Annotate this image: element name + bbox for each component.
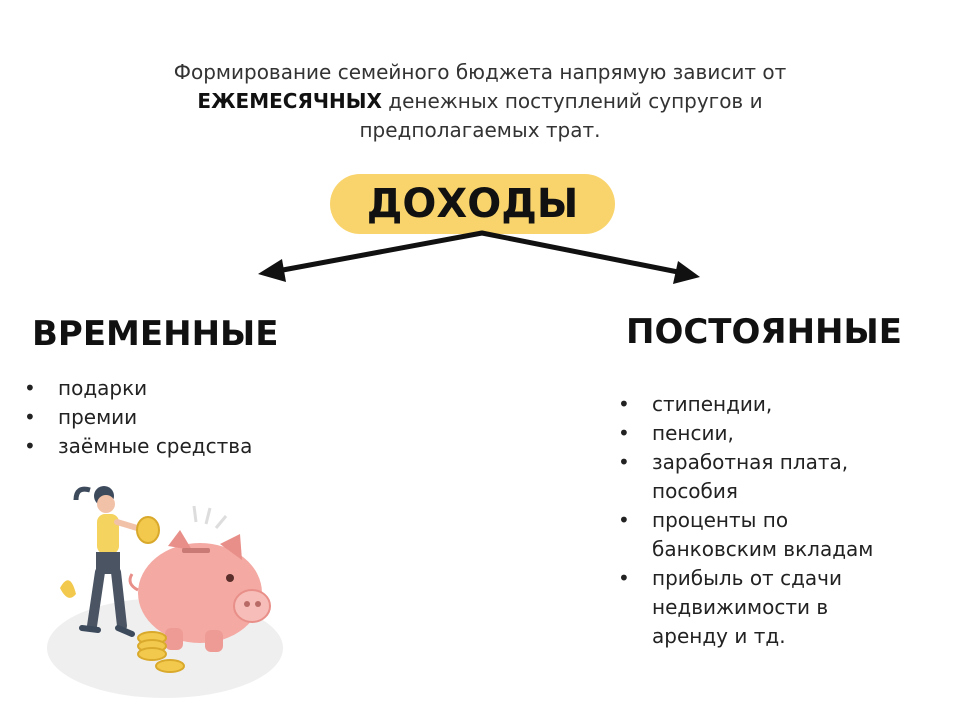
bullet: • <box>618 566 630 590</box>
list-item: •пенсии, <box>618 419 873 448</box>
temporary-list: •подарки •премии •заёмные средства <box>24 374 252 461</box>
bullet: • <box>618 421 630 445</box>
income-pill: ДОХОДЫ <box>330 174 615 234</box>
bullet: • <box>24 434 36 458</box>
pig-icon <box>128 505 271 652</box>
bullet: • <box>24 405 36 429</box>
bullet: • <box>618 508 630 532</box>
arrow-right-head <box>673 261 700 284</box>
temporary-title: ВРЕМЕННЫЕ <box>32 314 279 354</box>
intro-line-3: предполагаемых трат. <box>359 118 601 142</box>
intro-line-1: Формирование семейного бюджета напрямую … <box>173 60 787 84</box>
bullet: • <box>618 392 630 416</box>
intro-line-2: ЕЖЕМЕСЯЧНЫХ денежных поступлений супруго… <box>100 87 860 116</box>
list-item: •подарки <box>24 374 252 403</box>
arrow-right-line <box>479 230 691 277</box>
bullet: • <box>24 376 36 400</box>
list-item: •стипендии, <box>618 390 873 419</box>
bullet: • <box>618 450 630 474</box>
arrow-left-head <box>258 259 286 282</box>
income-label: ДОХОДЫ <box>366 181 579 227</box>
arrow-left-line <box>269 230 485 275</box>
list-item: •премии <box>24 403 252 432</box>
intro-line-2-rest: денежных поступлений супругов и <box>381 89 763 113</box>
permanent-list: •стипендии, •пенсии, •заработная плата,п… <box>618 390 873 651</box>
piggy-bank-with-woman-icon <box>47 486 283 698</box>
list-item: •заработная плата,пособия <box>618 450 849 503</box>
intro-text: Формирование семейного бюджета напрямую … <box>100 58 860 145</box>
permanent-title: ПОСТОЯННЫЕ <box>626 312 902 352</box>
coins-icon <box>60 516 185 673</box>
intro-emphasis: ЕЖЕМЕСЯЧНЫХ <box>197 89 382 113</box>
list-item: •заёмные средства <box>24 432 252 461</box>
